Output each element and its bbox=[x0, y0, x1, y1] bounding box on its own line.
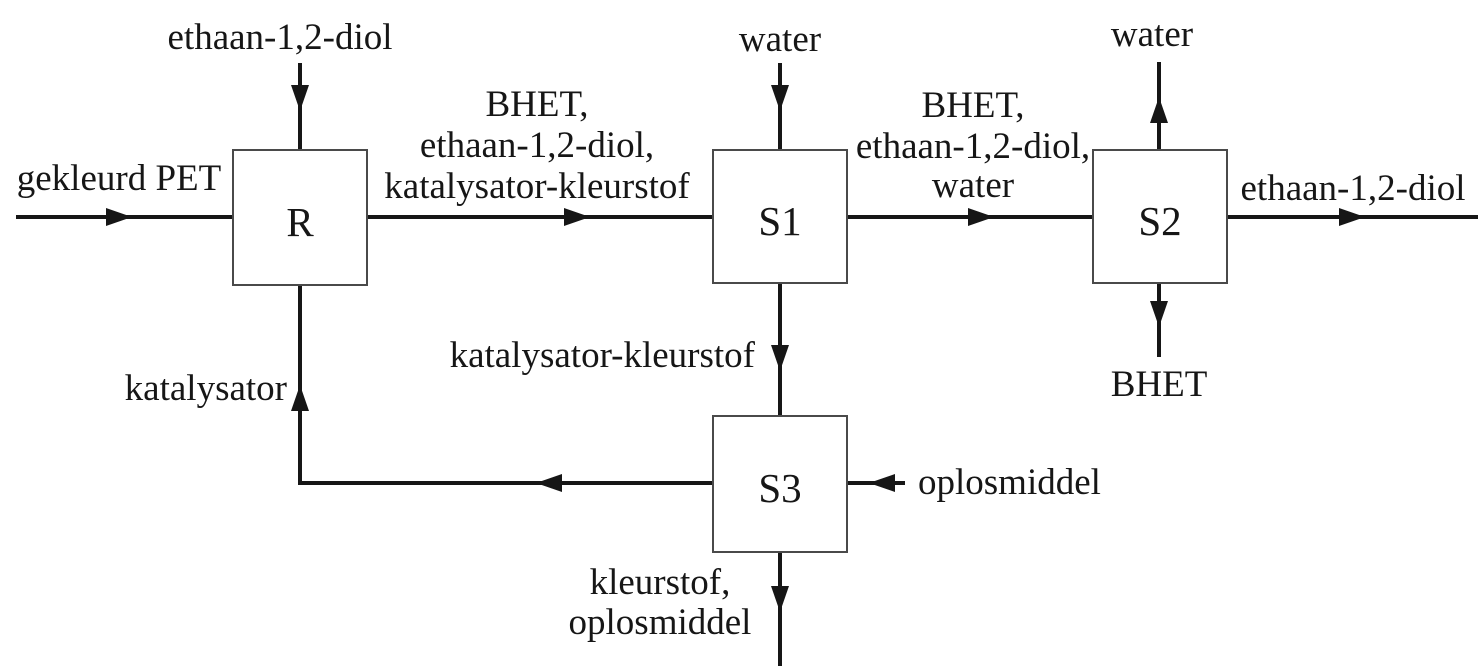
node-box-separator2 bbox=[1092, 149, 1228, 284]
stream-label-r-to-s1: BHET, ethaan-1,2-diol, katalysator-kleur… bbox=[384, 84, 690, 207]
node-box-separator3 bbox=[712, 415, 848, 553]
node-box-separator1 bbox=[712, 149, 848, 284]
arrow-right-icon bbox=[106, 208, 132, 226]
stream-label-line: katalysator-kleurstof bbox=[384, 166, 690, 207]
stream-label-line: ethaan-1,2-diol, bbox=[420, 125, 654, 166]
arrow-down-icon bbox=[771, 586, 789, 612]
arrow-right-icon bbox=[968, 208, 994, 226]
stream-line-s3-to-r-recycle bbox=[298, 285, 713, 485]
stream-label-feed-left: gekleurd PET bbox=[17, 158, 221, 199]
arrow-down-icon bbox=[771, 345, 789, 371]
arrow-left-icon bbox=[536, 474, 562, 492]
stream-label-s3-bottom-out: kleurstof, oplosmiddel bbox=[569, 562, 752, 643]
stream-label-s3-to-r-recycle: katalysator bbox=[125, 368, 287, 409]
stream-label-s1-top-in: water bbox=[739, 19, 821, 60]
stream-label-s1-to-s2: BHET, ethaan-1,2-diol, water bbox=[856, 85, 1090, 206]
stream-label-s2-top-out: water bbox=[1111, 14, 1193, 55]
arrow-left-icon bbox=[869, 474, 895, 492]
node-label-separator2: S2 bbox=[1138, 198, 1181, 244]
arrow-up-icon bbox=[1150, 97, 1168, 123]
arrow-up-icon bbox=[291, 385, 309, 411]
stream-label-line: BHET, bbox=[921, 85, 1024, 126]
stream-label-line: BHET, bbox=[485, 84, 588, 125]
stream-label-line: water bbox=[932, 165, 1014, 206]
stream-label-s2-bottom-out: BHET bbox=[1111, 364, 1208, 405]
arrow-down-icon bbox=[771, 85, 789, 111]
arrow-right-icon bbox=[1339, 208, 1365, 226]
stream-label-r-top-in: ethaan-1,2-diol bbox=[168, 17, 393, 58]
stream-label-line: ethaan-1,2-diol, bbox=[856, 126, 1090, 167]
node-label-reactor: R bbox=[286, 199, 314, 245]
node-box-reactor bbox=[232, 149, 368, 286]
stream-label-line: kleurstof, bbox=[590, 562, 731, 603]
stream-label-line: oplosmiddel bbox=[569, 602, 752, 643]
node-label-separator1: S1 bbox=[758, 198, 801, 244]
arrow-right-icon bbox=[564, 208, 590, 226]
stream-label-s3-right-in: oplosmiddel bbox=[918, 462, 1101, 503]
stream-label-s2-right-out: ethaan-1,2-diol bbox=[1241, 168, 1466, 209]
stream-label-s1-to-s3: katalysator-kleurstof bbox=[450, 335, 756, 376]
node-label-separator3: S3 bbox=[758, 465, 801, 511]
arrow-down-icon bbox=[1150, 301, 1168, 327]
arrow-down-icon bbox=[291, 85, 309, 111]
